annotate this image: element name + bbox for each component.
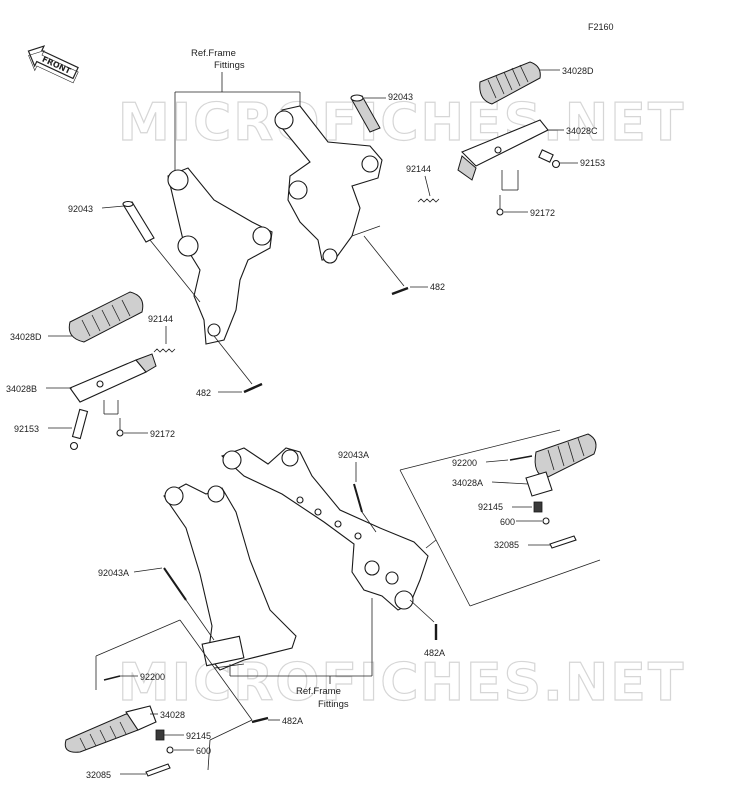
- spring-92145-left: [155, 729, 165, 741]
- label-482A-left: 482A: [282, 716, 303, 726]
- label-482A-right: 482A: [424, 648, 445, 658]
- label-482-right: 482: [430, 282, 445, 292]
- footpeg-34028A: [525, 433, 597, 497]
- watermark-top: MICROFICHES.NET: [118, 93, 685, 153]
- label-34028C: 34028C: [566, 126, 598, 136]
- pin-92043-top: [350, 94, 381, 133]
- screw-92172-right: [496, 170, 519, 216]
- ball-600-right: [542, 517, 550, 525]
- clip-482-left: [243, 382, 263, 394]
- label-32085-right: 32085: [494, 540, 519, 550]
- pin-92043A-top: [353, 483, 363, 513]
- pin-92200-left: [103, 675, 121, 681]
- ref-bottom-line2: Fittings: [318, 699, 349, 710]
- label-92200-left: 92200: [140, 672, 165, 682]
- label-600-left: 600: [196, 746, 211, 756]
- lower-right-group-frame: [399, 429, 601, 607]
- ref-bottom-leader: [229, 598, 373, 684]
- ref-top-line2: Fittings: [214, 60, 245, 71]
- label-34028A: 34028A: [452, 478, 483, 488]
- footpeg-34028: [64, 705, 157, 753]
- upper-right-bracket: [274, 105, 383, 264]
- front-arrow-icon: FRONT: [27, 45, 79, 84]
- diagram-code: F2160: [588, 22, 614, 32]
- footpeg-34028B: [69, 353, 157, 403]
- label-92153-right: 92153: [580, 158, 605, 168]
- pin-92200-right: [509, 455, 533, 461]
- lower-right-bracket: [220, 447, 429, 611]
- pin-92043A-left: [163, 567, 187, 601]
- label-92043-top: 92043: [388, 92, 413, 102]
- label-92145-right: 92145: [478, 502, 503, 512]
- bolt-92153-right: [538, 149, 561, 169]
- lower-left-bracket: [163, 483, 297, 671]
- spring-92145-right: [533, 501, 543, 513]
- label-92200-right: 92200: [452, 458, 477, 468]
- label-34028: 34028: [160, 710, 185, 720]
- label-34028D-right: 34028D: [562, 66, 594, 76]
- label-34028B: 34028B: [6, 384, 37, 394]
- watermark-bottom: MICROFICHES.NET: [118, 653, 685, 713]
- lower-left-group-frame: [95, 619, 253, 771]
- bolt-92153-left: [69, 408, 89, 451]
- pin-32085-right: [549, 535, 577, 549]
- footpeg-rubber-34028D-left: [68, 291, 144, 343]
- screw-92172-left: [103, 400, 124, 437]
- label-600-right: 600: [500, 517, 515, 527]
- label-34028D-left: 34028D: [10, 332, 42, 342]
- label-92144-right: 92144: [406, 164, 431, 174]
- label-32085-left: 32085: [86, 770, 111, 780]
- footpeg-rubber-34028D-right: [479, 61, 541, 105]
- label-482-left: 482: [196, 388, 211, 398]
- spring-92144-right: [417, 198, 440, 203]
- upper-left-bracket: [167, 167, 273, 345]
- label-92043A-top: 92043A: [338, 450, 369, 460]
- label-92145-left: 92145: [186, 731, 211, 741]
- clip-482A-left: [251, 716, 269, 724]
- label-92043A-left: 92043A: [98, 568, 129, 578]
- ball-600-left: [166, 746, 174, 754]
- ref-top-line1: Ref.Frame: [191, 48, 236, 59]
- clip-482-right: [391, 286, 409, 296]
- pin-32085-left: [145, 763, 171, 777]
- pin-92043-left: [122, 200, 155, 243]
- ref-bottom-line1: Ref.Frame: [296, 686, 341, 697]
- label-92172-right: 92172: [530, 208, 555, 218]
- spring-92144-left: [153, 348, 176, 353]
- label-92043-left: 92043: [68, 204, 93, 214]
- label-92153-left: 92153: [14, 424, 39, 434]
- label-92144-left: 92144: [148, 314, 173, 324]
- label-92172-left: 92172: [150, 429, 175, 439]
